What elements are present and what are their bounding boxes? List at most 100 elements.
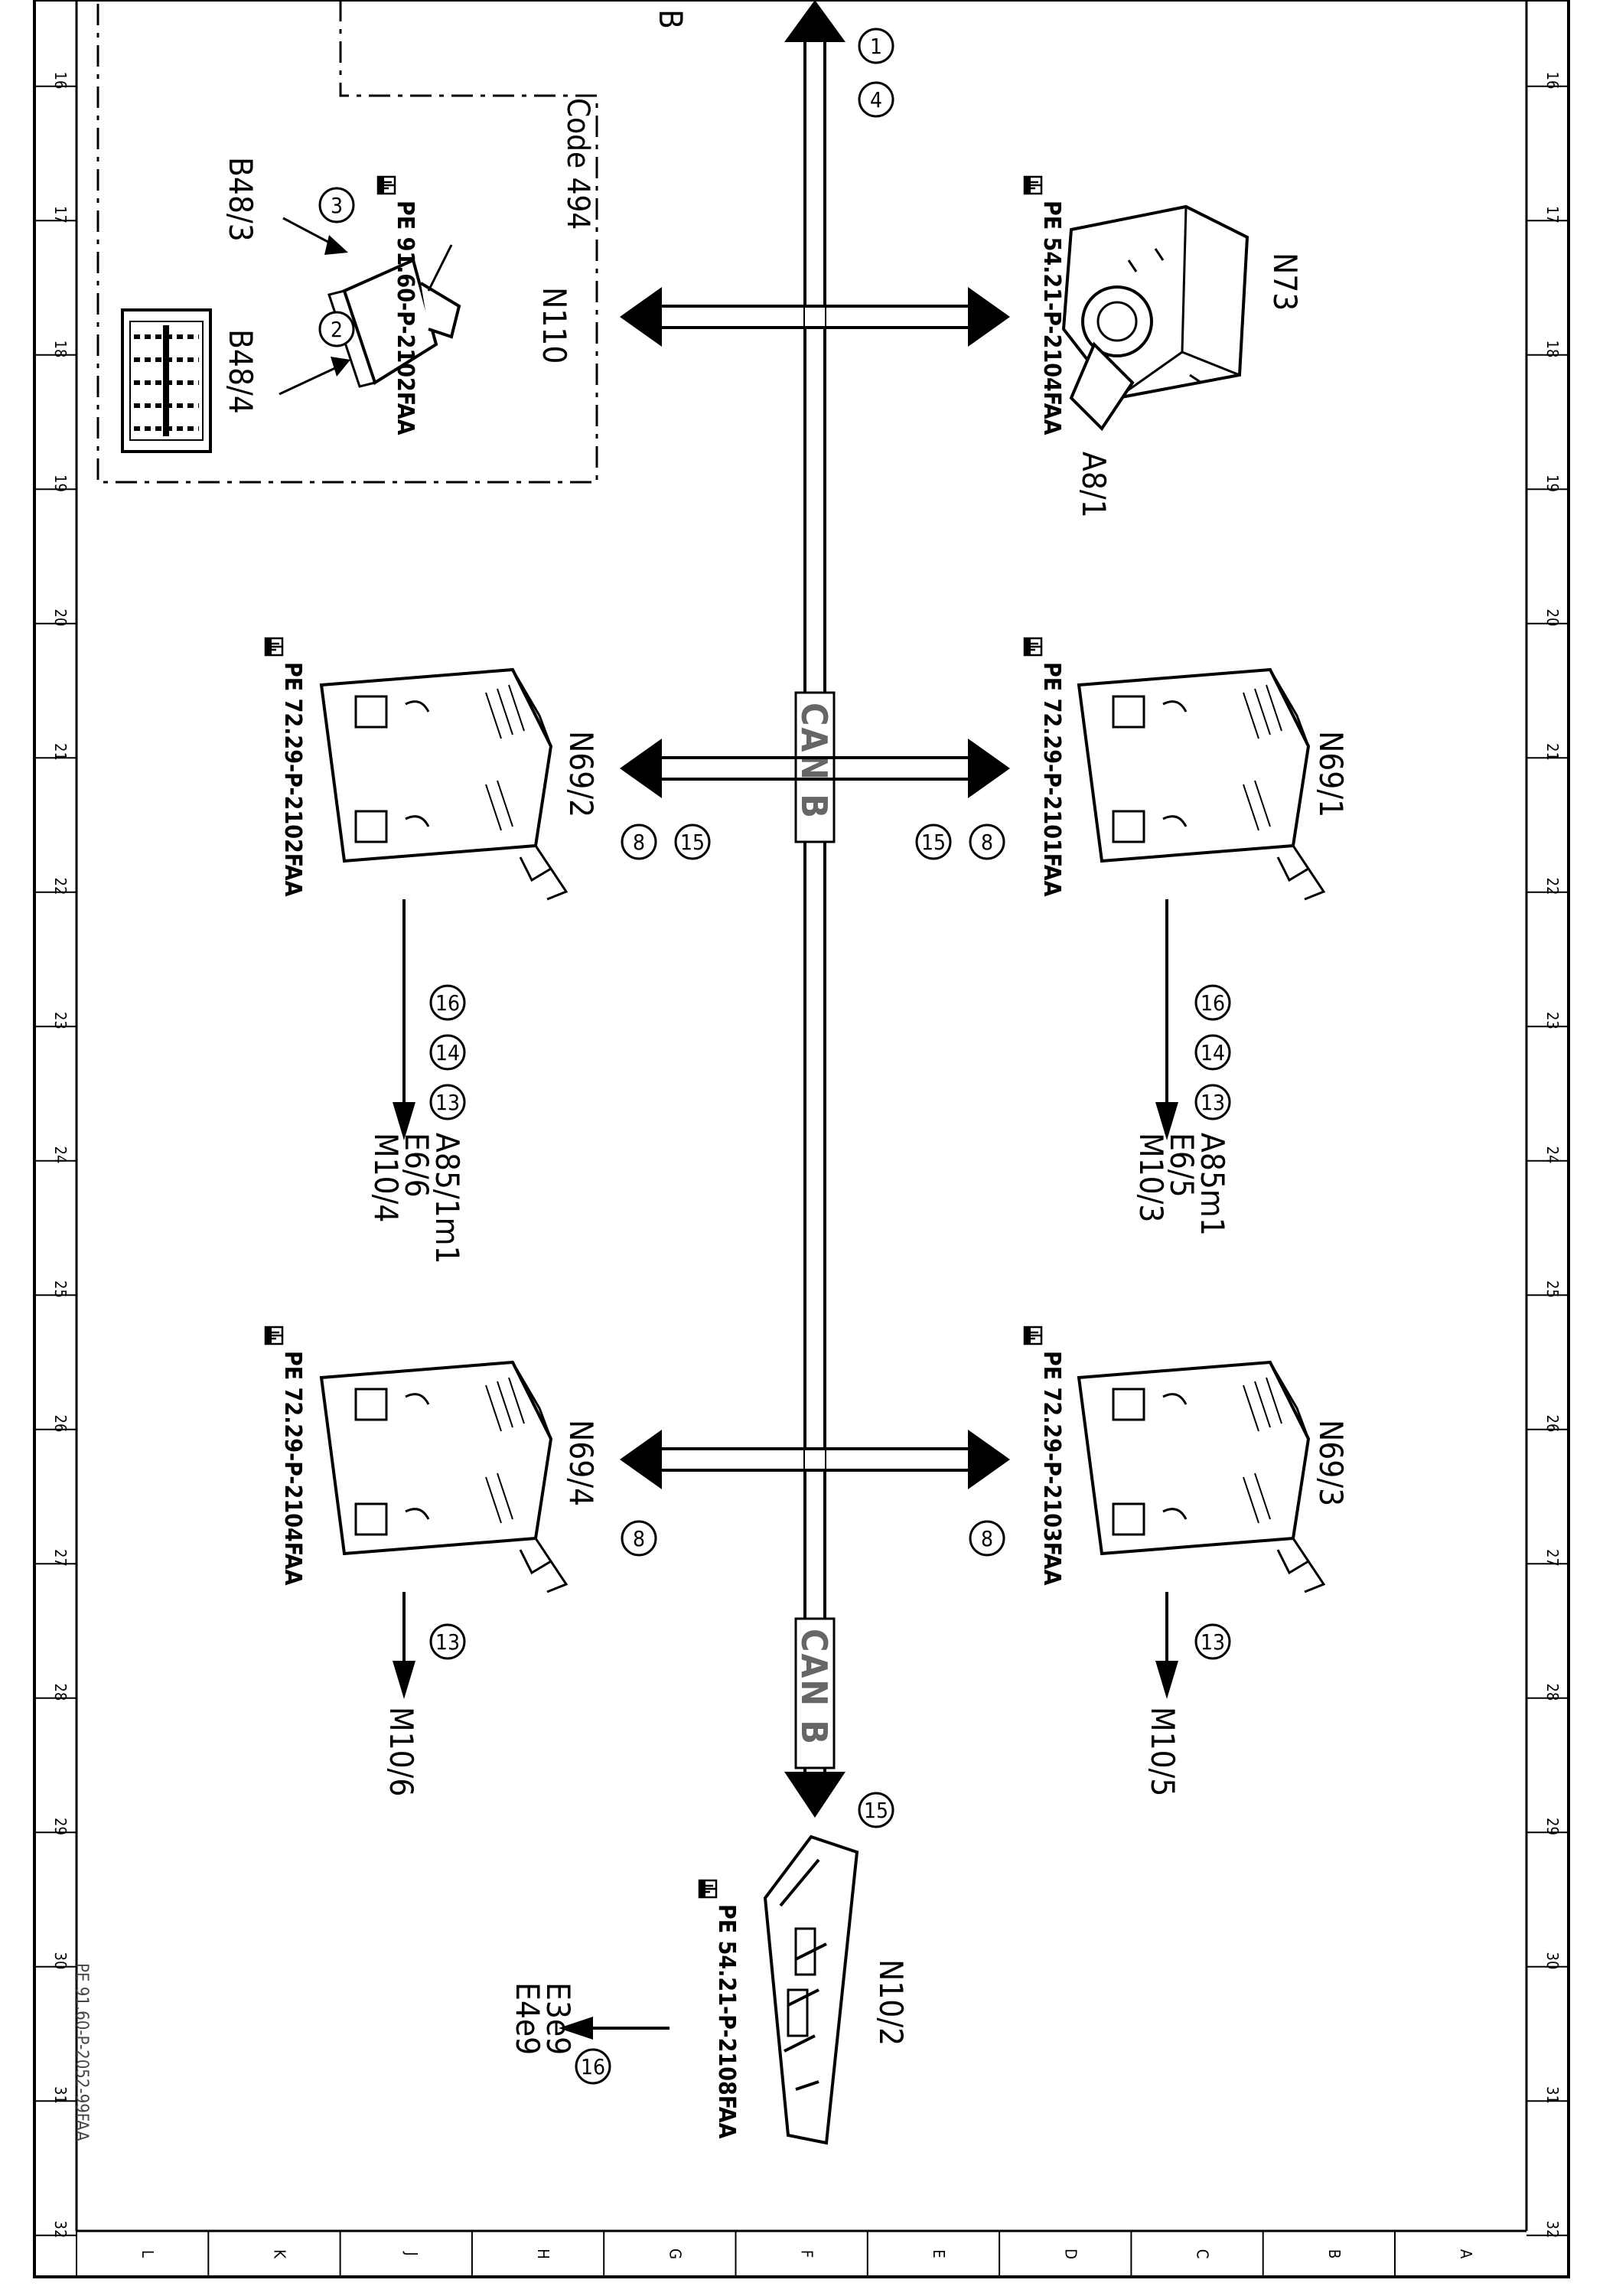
n69-1-output-1: A85m1 (1194, 1133, 1231, 1236)
svg-text:N10/2: N10/2 (872, 1959, 910, 2046)
svg-text:CAN B: CAN B (793, 703, 835, 820)
n69-2-output-1: A85/1m1 (428, 1133, 466, 1264)
n69-3-circle-13: 13 (1194, 1623, 1231, 1660)
a8-1-label: A8/1 (1075, 452, 1113, 518)
n69-3-ref: PE 72.29-P-2103FAA (1038, 1351, 1065, 1586)
branch-n110-n73 (620, 287, 1010, 347)
n10-2-ref: PE 54.21-P-2108FAA (713, 1904, 740, 2139)
svg-text:15: 15 (680, 830, 705, 855)
row-number-28-right: 28 (1543, 1684, 1562, 1701)
bus-circle-15-bottom: 15 (858, 1792, 894, 1828)
svg-text:13: 13 (1201, 1090, 1225, 1115)
row-number-31-left: 31 (51, 2086, 70, 2104)
row-number-32-left: 32 (51, 2221, 70, 2239)
n73-module: N73 PE 54.21-P-2104FAA A8/1 (1023, 175, 1304, 518)
b48-3-circle: 3 (318, 187, 355, 223)
n10-2-output-2: E4e9 (509, 1982, 546, 2055)
svg-text:14: 14 (435, 1040, 460, 1065)
b48-4-label: B48/4 (222, 329, 259, 414)
row-number-18-left: 18 (51, 341, 70, 358)
svg-text:3: 3 (331, 193, 343, 218)
column-letter-G: G (666, 2249, 684, 2259)
row-number-23-right: 23 (1543, 1012, 1562, 1029)
row-number-19-right: 19 (1543, 475, 1562, 492)
bus-circle-4: 4 (858, 81, 894, 118)
svg-text:16: 16 (1201, 990, 1225, 1016)
row-number-27-right: 27 (1543, 1549, 1562, 1567)
row-number-16-left: 16 (51, 72, 70, 90)
row-number-24-right: 24 (1543, 1146, 1562, 1164)
b48-3-label: B48/3 (222, 157, 259, 242)
column-letter-B: B (1325, 2249, 1344, 2258)
can-b-label-2: CAN B (793, 1617, 836, 1769)
row-number-27-left: 27 (51, 1549, 70, 1567)
n69-1-circle-8: 8 (969, 823, 1005, 860)
n69-2-circle-8: 8 (621, 823, 657, 860)
column-letter-H: H (534, 2249, 552, 2259)
svg-text:13: 13 (1201, 1629, 1225, 1655)
svg-text:N73: N73 (1266, 253, 1304, 311)
row-number-24-left: 24 (51, 1146, 70, 1164)
n10-2-module: N10/2 PE 54.21-P-2108FAA 16 E3e9 E4e9 (509, 1835, 910, 2145)
column-letter-F: F (798, 2250, 816, 2258)
n69-4-module: N69/4 PE 72.29-P-2104FAA 8 13 M10/6 (264, 1326, 657, 1796)
n69-2-output-2: E6/6 (398, 1133, 435, 1198)
outer-frame (33, 0, 1570, 2278)
n69-1-circle-14: 14 (1194, 1034, 1231, 1071)
bus-arrow-down (784, 1772, 845, 1818)
n69-3-output: M10/5 (1144, 1707, 1181, 1796)
row-number-17-left: 17 (51, 206, 70, 223)
row-number-25-left: 25 (51, 1280, 70, 1298)
row-number-20-left: 20 (51, 609, 70, 627)
n69-4-circle-8: 8 (621, 1520, 657, 1557)
svg-text:N69/2: N69/2 (562, 731, 600, 817)
bus-arrow-up (784, 0, 845, 42)
can-b-label-1: CAN B (793, 691, 836, 843)
row-number-31-right: 31 (1543, 2086, 1562, 2104)
svg-text:8: 8 (633, 1526, 645, 1551)
row-number-26-left: 26 (51, 1415, 70, 1433)
row-number-22-right: 22 (1543, 878, 1562, 895)
row-number-28-left: 28 (51, 1684, 70, 1701)
branch-n69-4-n69-3 (620, 1430, 1010, 1489)
svg-text:15: 15 (864, 1798, 888, 1823)
n69-1-output-2: E6/5 (1163, 1133, 1201, 1198)
svg-text:13: 13 (435, 1090, 460, 1115)
svg-text:16: 16 (435, 990, 460, 1016)
svg-text:CAN B: CAN B (793, 1629, 835, 1746)
svg-text:14: 14 (1201, 1040, 1225, 1065)
svg-text:13: 13 (435, 1629, 460, 1655)
row-number-22-left: 22 (51, 878, 70, 895)
n69-2-circle-13: 13 (429, 1084, 466, 1120)
n69-2-circle-15: 15 (674, 823, 711, 860)
n73-ref: PE 54.21-P-2104FAA (1038, 201, 1065, 435)
n69-2-circle-14: 14 (429, 1034, 466, 1071)
n69-3-module: N69/3 PE 72.29-P-2103FAA 8 13 M10/5 (969, 1326, 1350, 1796)
row-number-23-left: 23 (51, 1012, 70, 1029)
n69-1-ref: PE 72.29-P-2101FAA (1038, 662, 1065, 897)
row-number-21-left: 21 (51, 743, 70, 761)
row-number-29-right: 29 (1543, 1818, 1562, 1835)
column-letter-A: A (1457, 2249, 1475, 2259)
svg-text:15: 15 (921, 830, 946, 855)
n69-4-ref: PE 72.29-P-2104FAA (279, 1351, 306, 1586)
row-number-20-right: 20 (1543, 609, 1562, 627)
n69-1-circle-13: 13 (1194, 1084, 1231, 1120)
row-number-18-right: 18 (1543, 341, 1562, 358)
svg-text:8: 8 (981, 1526, 993, 1551)
n69-2-output-3: M10/4 (367, 1133, 405, 1222)
svg-text:N69/1: N69/1 (1312, 731, 1350, 817)
row-number-19-left: 19 (51, 475, 70, 492)
column-letter-J: J (402, 2251, 421, 2255)
column-letter-C: C (1194, 2249, 1212, 2259)
row-number-30-left: 30 (51, 1952, 70, 1970)
n69-2-ref: PE 72.29-P-2102FAA (279, 662, 306, 897)
n110-label: N110 (536, 287, 573, 364)
ignition-switch-icon (1061, 204, 1249, 432)
column-letter-K: K (270, 2249, 288, 2259)
n69-4-output: M10/6 (383, 1707, 420, 1796)
column-letter-L: L (138, 2250, 157, 2258)
row-number-32-right: 32 (1543, 2221, 1562, 2239)
